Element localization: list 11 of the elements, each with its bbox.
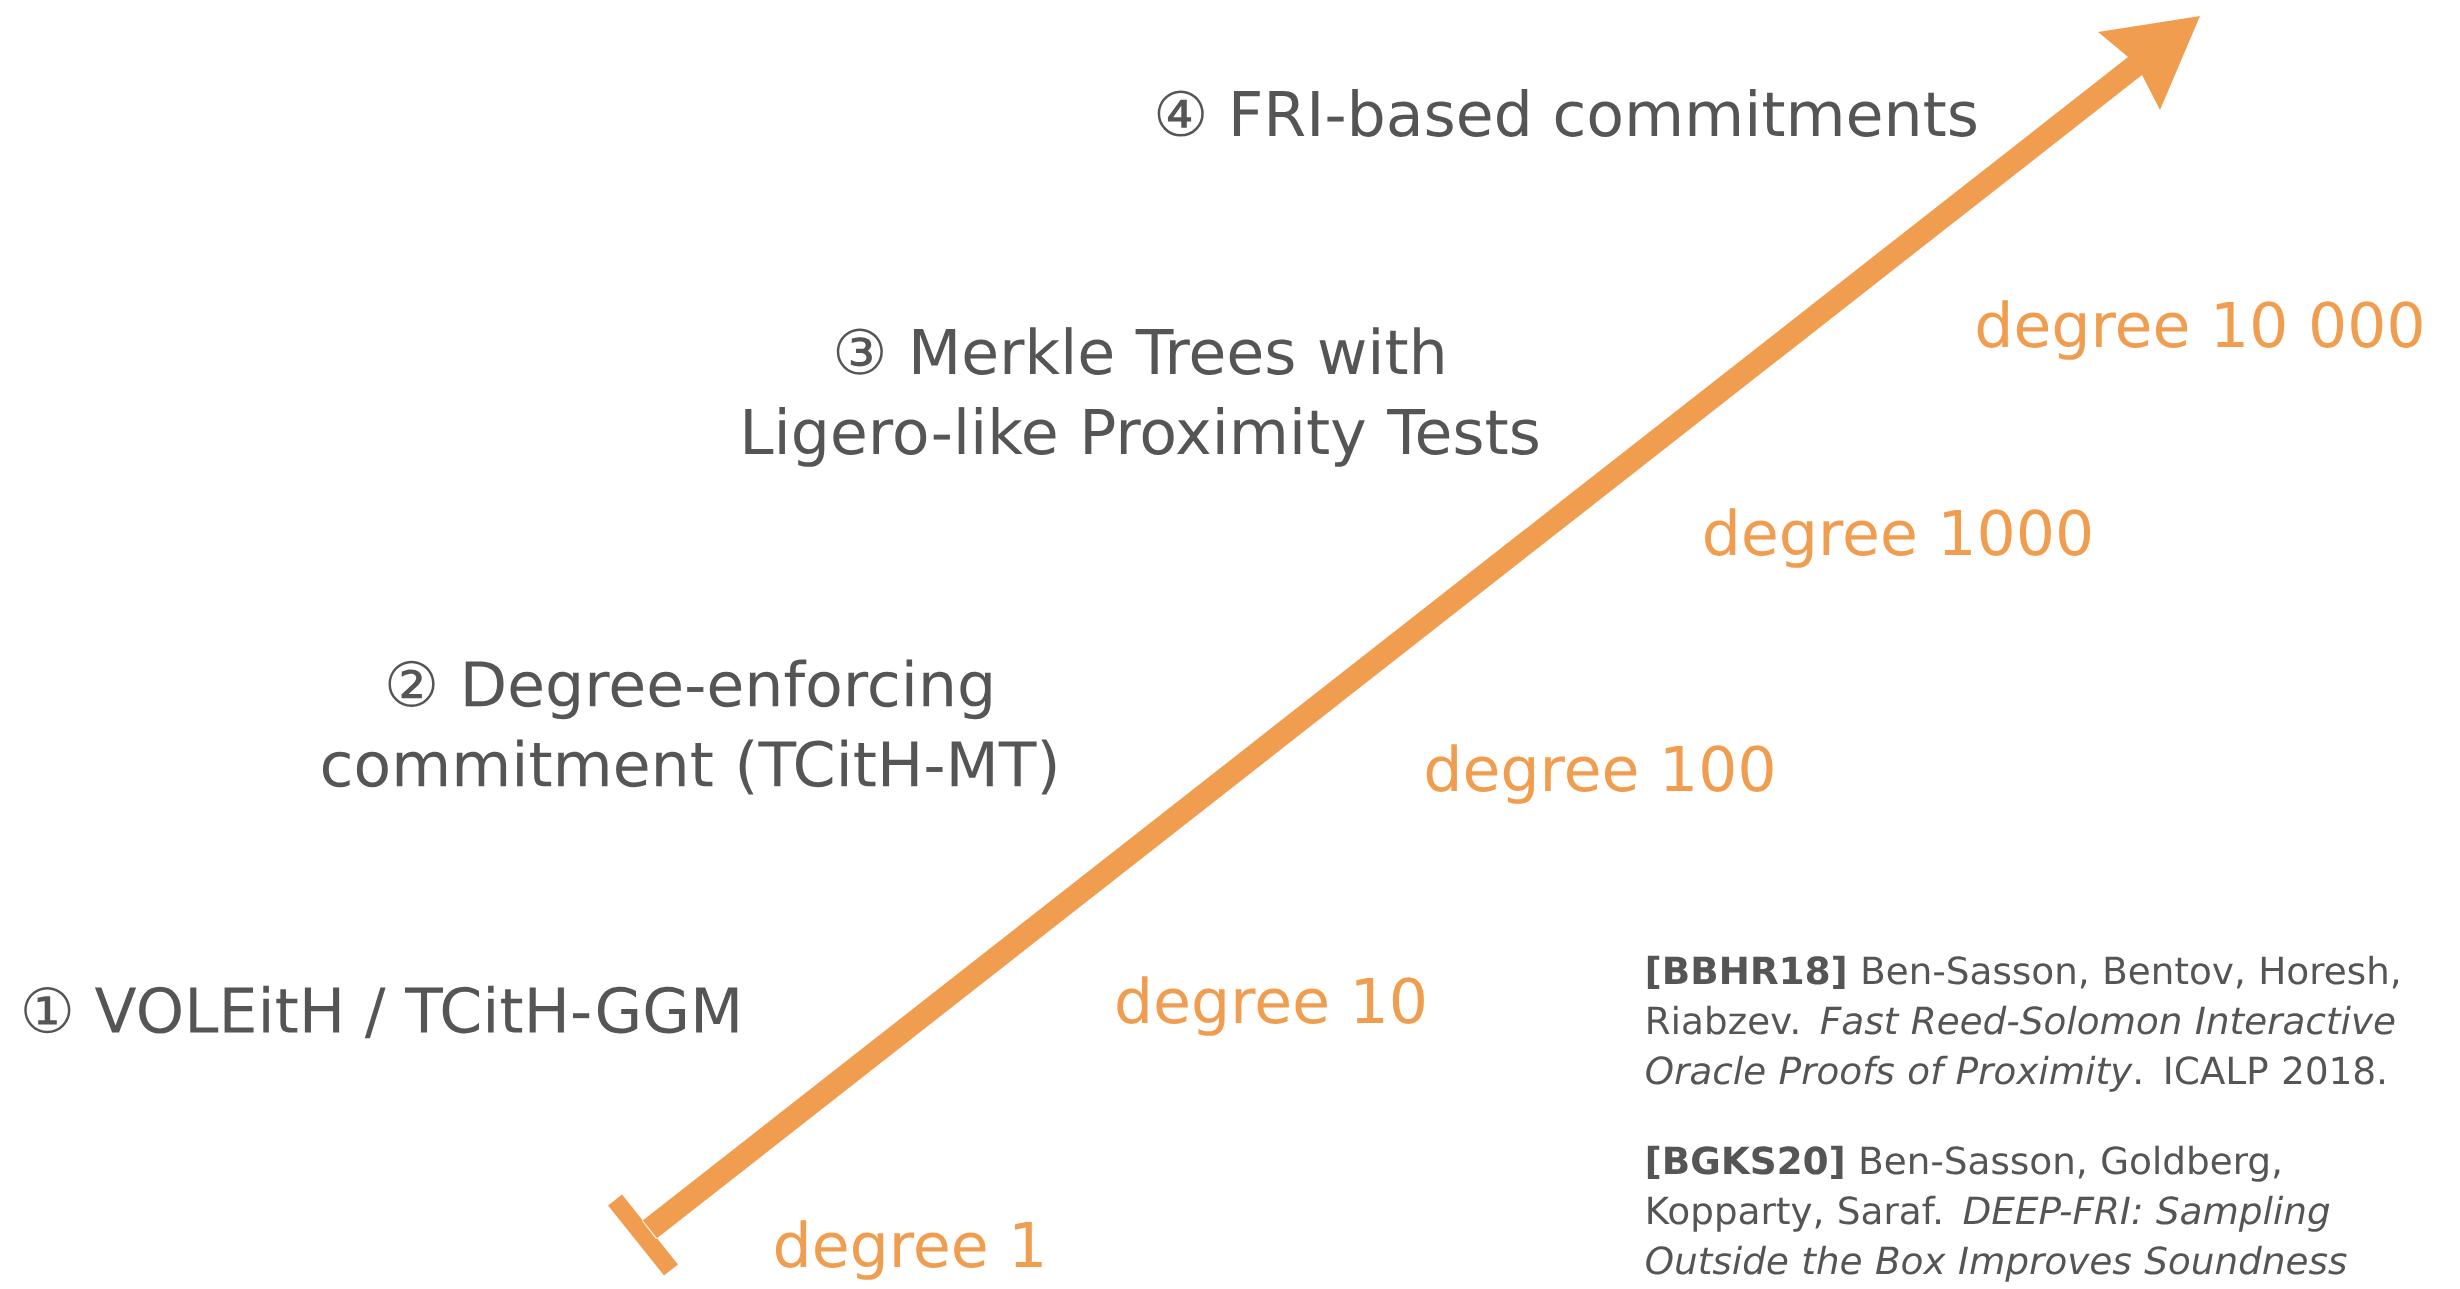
step-label: ④ FRI-based commitments [1157,89,1976,137]
step-label: ② Degree-enforcing commitment (TCitH-MT) [322,659,1056,795]
degree-label: degree 10 000 [1977,300,2422,360]
reference-text: [BBHR18] Ben-Sasson, Bentov, Horesh, Riabzev. Fast Reed-Solomon Interactive Oracle Proofs of Proximity. ICALP 2018. [1646,955,2399,1092]
reference-text: [BGKS20] Ben-Sasson, Goldberg, Kopparty, Saraf. DEEP-FRI: Sampling Outside the Box Improves Soundness [1646,1145,2347,1282]
degree-label: degree 100 [1426,744,1773,804]
step-label: ③ Merkle Trees with Ligero-like Proximity Tests [745,327,1538,467]
degree-label: degree 1000 [1705,508,2091,568]
degree-label: degree 1 [775,1220,1042,1280]
step-label: ① VOLEitH / TCitH-GGM [24,985,738,1039]
degree-label: degree 10 [1117,976,1424,1036]
